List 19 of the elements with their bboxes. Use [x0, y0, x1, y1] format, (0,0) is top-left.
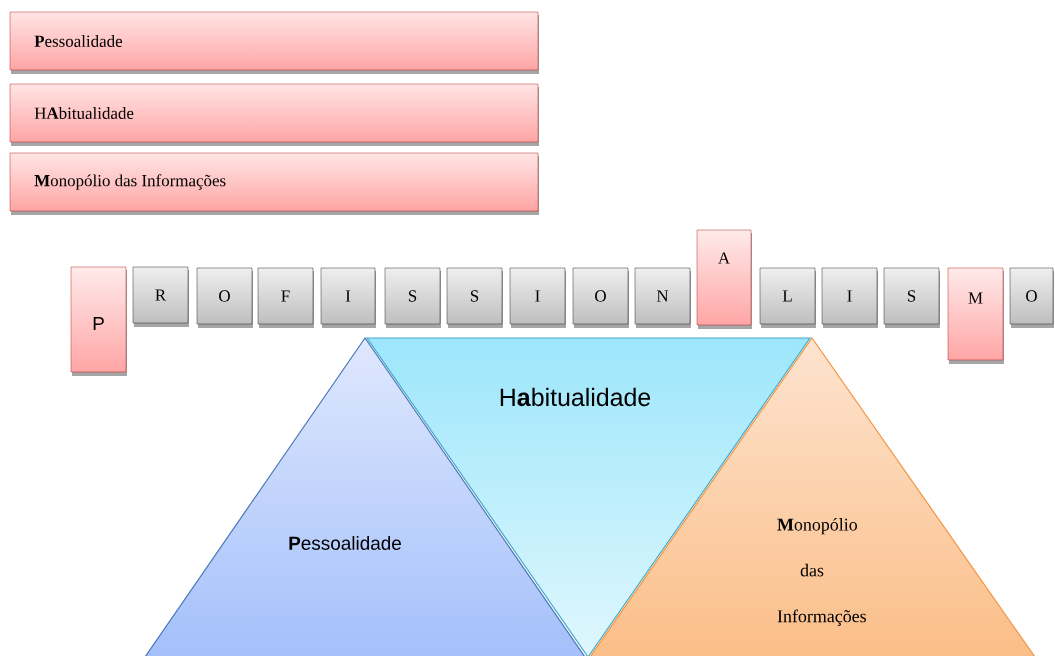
letter-box: L	[759, 267, 816, 328]
letter-box: S	[384, 267, 441, 328]
letter-box: S	[883, 267, 940, 328]
letter-box: I	[509, 267, 566, 328]
letter-box: O	[572, 267, 629, 328]
letter-box: S	[446, 267, 503, 328]
title-box: HAbitualidade	[9, 83, 539, 146]
letter-box: I	[320, 267, 376, 328]
letter-box: P	[70, 266, 127, 376]
letter-box: M	[947, 267, 1004, 364]
letter-box: A	[696, 229, 752, 329]
letter-box: O	[196, 267, 253, 328]
letter-box: O	[1009, 267, 1054, 328]
letter-box: R	[132, 266, 189, 327]
letter-box: F	[257, 267, 314, 328]
letter-box: N	[634, 267, 691, 328]
title-box: Pessoalidade	[9, 11, 539, 74]
letter-box: I	[821, 267, 878, 328]
title-box: Monopólio das Informações	[9, 152, 539, 215]
